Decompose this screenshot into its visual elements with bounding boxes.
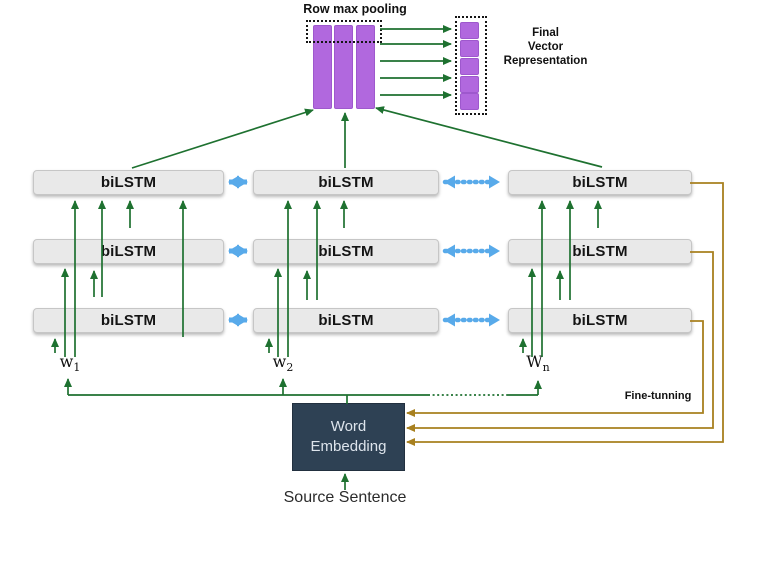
- pooling-input-arrows: [131, 106, 603, 169]
- left-column-input-arrows: [51, 200, 187, 357]
- final-vector-cell: [460, 93, 479, 110]
- word-base: w: [59, 352, 74, 371]
- word-embedding-box: Word Embedding: [292, 403, 405, 471]
- bilstm-box-row2-col3: biLSTM: [508, 239, 692, 264]
- pooled-column-bar: [356, 25, 375, 109]
- bilstm-box-row1-col3: biLSTM: [508, 170, 692, 195]
- word-embedding-label-line: Word: [330, 418, 367, 435]
- final-vector-label-line: Final: [532, 27, 559, 39]
- final-vector-cell: [460, 40, 479, 57]
- embedding-distribution-line: [64, 378, 542, 404]
- final-vector-label-line: Vector: [527, 41, 564, 53]
- word-label-w2: w2: [267, 352, 299, 374]
- source-sentence-label: Source Sentence: [283, 489, 407, 506]
- word-base: w: [272, 352, 287, 371]
- word-subscript: 2: [286, 361, 294, 375]
- final-vector-label-line: Representation: [503, 55, 588, 67]
- bilstm-box-row3-col2: biLSTM: [253, 308, 439, 333]
- word-label-wn: Wn: [521, 352, 555, 374]
- bilstm-box-row1-col2: biLSTM: [253, 170, 439, 195]
- middle-column-input-arrows: [265, 200, 348, 357]
- bilstm-box-row3-col1: biLSTM: [33, 308, 224, 333]
- bilstm-box-row3-col3: biLSTM: [508, 308, 692, 333]
- pooled-column-bar: [313, 25, 332, 109]
- pooled-column-bar: [334, 25, 353, 109]
- word-subscript: 1: [73, 361, 81, 375]
- word-subscript: n: [542, 361, 550, 375]
- word-embedding-label-line: Embedding: [310, 438, 387, 455]
- final-vector-cell: [460, 58, 479, 75]
- bilstm-box-row1-col1: biLSTM: [33, 170, 224, 195]
- pooling-window-box: [306, 20, 382, 43]
- word-base: W: [526, 352, 543, 371]
- right-column-input-arrows: [519, 200, 602, 357]
- pooling-output-arrows: [380, 25, 452, 99]
- word-label-w1: w1: [54, 352, 86, 374]
- row-max-pooling-label: Row max pooling: [303, 2, 407, 16]
- bilstm-box-row2-col1: biLSTM: [33, 239, 224, 264]
- fine-tuning-label: Fine-tunning: [624, 390, 692, 402]
- final-vector-cell: [460, 76, 479, 93]
- final-vector-label: Final Vector Representation: [488, 26, 603, 68]
- bilstm-box-row2-col2: biLSTM: [253, 239, 439, 264]
- final-vector-cell: [460, 22, 479, 39]
